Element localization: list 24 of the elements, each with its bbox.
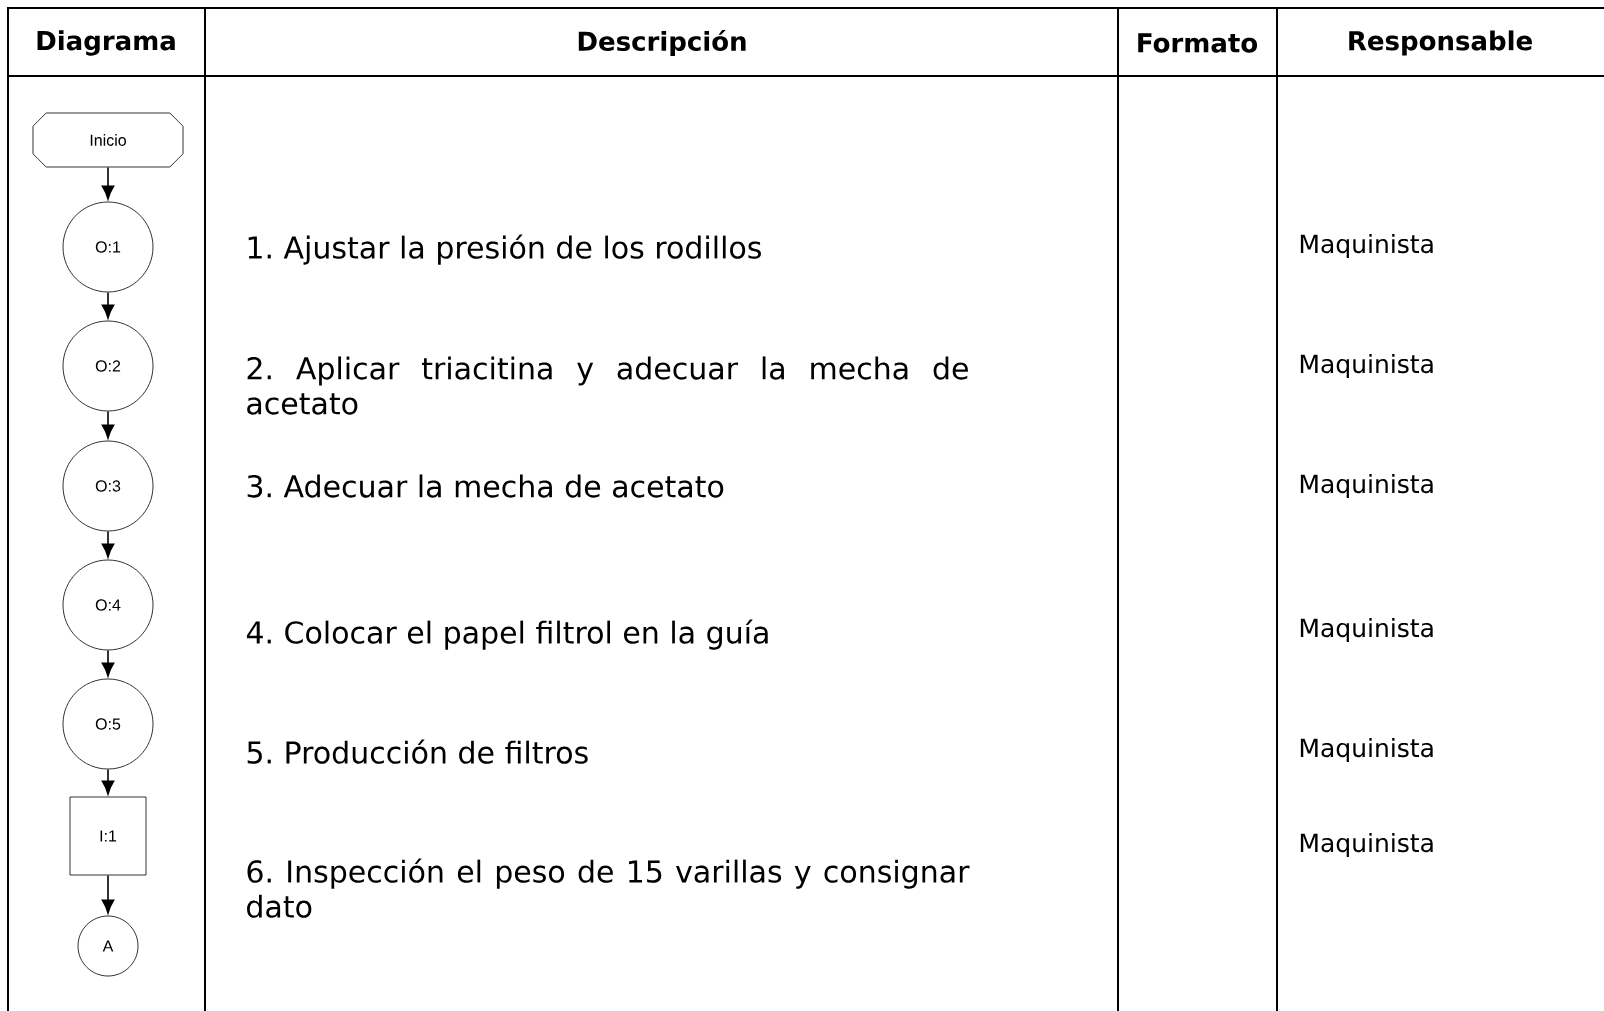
arrow	[101, 768, 115, 795]
step-description: 2. Aplicar triacitina y adecuar la mecha de acetato	[247, 356, 968, 415]
step-description: 1. Ajustar la presión de los rodillos	[248, 234, 761, 265]
responsible-text: Maquinista	[1300, 233, 1433, 259]
step-description: 6. Inspección el peso de 15 varillas y consignar dato	[247, 858, 970, 918]
column-header: Descripción	[578, 29, 746, 57]
step-description: 5. Producción de filtros	[247, 739, 588, 764]
responsible-text: Maquinista	[1300, 737, 1433, 763]
responsible-text: Maquinista	[1300, 473, 1433, 499]
arrow	[101, 530, 115, 558]
inspection-box: I:1	[69, 796, 147, 876]
column-header: Diagrama	[37, 30, 175, 56]
arrow	[101, 166, 115, 200]
step-description: 4. Colocar el papel filtrol en la guía	[246, 619, 768, 650]
arrow	[101, 410, 115, 439]
column-header: Responsable	[1349, 30, 1532, 56]
column-header: Formato	[1138, 33, 1258, 53]
arrow	[101, 874, 115, 914]
step-description: 3. Adecuar la mecha de acetato	[247, 474, 724, 498]
responsible-text: Maquinista	[1300, 617, 1433, 643]
responsible-text: Maquinista	[1300, 832, 1433, 858]
responsible-text: Maquinista	[1300, 353, 1433, 379]
arrow	[101, 291, 115, 319]
arrow	[101, 649, 115, 677]
